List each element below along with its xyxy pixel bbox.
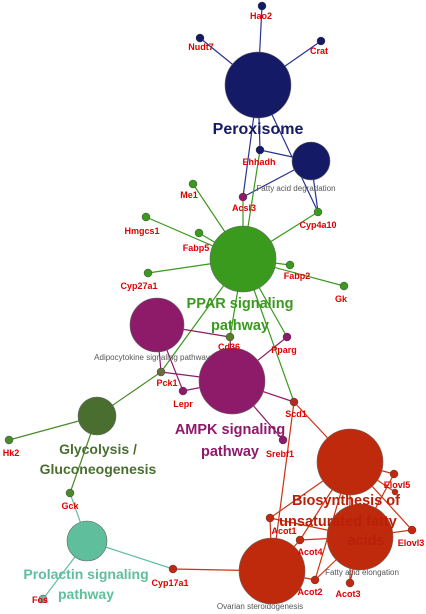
gene-label-scd1: Scd1 — [285, 409, 307, 419]
gene-node-fabp2[interactable] — [285, 260, 295, 270]
gene-node-lepr[interactable] — [178, 386, 188, 396]
gene-label-acot2: Acot2 — [297, 587, 322, 597]
gene-node-extra1 — [391, 488, 399, 496]
gene-node-acsl3[interactable] — [238, 192, 248, 202]
term-label-glycolysis-line2: Gluconeogenesis — [40, 461, 157, 477]
gene-nodes-layer — [4, 1, 417, 604]
gene-node-elovl3[interactable] — [407, 525, 417, 535]
gene-node-me1[interactable] — [188, 179, 198, 189]
gene-label-acot3: Acot3 — [335, 589, 360, 599]
gene-label-hmgcs1: Hmgcs1 — [124, 226, 159, 236]
gene-label-elovl5: Elovl5 — [384, 480, 411, 490]
gene-node-fos[interactable] — [38, 594, 48, 604]
gene-label-lepr: Lepr — [173, 399, 193, 409]
gene-node-ehhadh[interactable] — [255, 145, 265, 155]
gene-node-gck[interactable] — [65, 488, 75, 498]
term-label-prolactin-line2: pathway — [58, 586, 114, 602]
gene-node-cyp17a1[interactable] — [168, 564, 178, 574]
gene-label-fos: Fos — [32, 595, 48, 605]
gene-node-pck1[interactable] — [156, 367, 166, 377]
term-node-biosynthesis-ufa[interactable] — [316, 428, 384, 496]
gene-node-cyp4a10[interactable] — [313, 207, 323, 217]
term-label-ppar-line2: pathway — [211, 318, 269, 334]
gene-node-acot2[interactable] — [310, 575, 320, 585]
gene-node-hmgcs1[interactable] — [141, 212, 151, 222]
term-node-adipocytokine[interactable] — [129, 297, 185, 353]
gene-label-srebf1: Srebf1 — [266, 449, 294, 459]
term-label-biosynthesis-line1: Biosynthesis of — [292, 493, 400, 509]
term-label-ampk-line2: pathway — [201, 444, 259, 460]
term-node-peroxisome[interactable] — [224, 51, 292, 119]
term-label-prolactin-line1: Prolactin signaling — [23, 566, 148, 582]
gene-label-cyp17a1: Cyp17a1 — [151, 578, 188, 588]
gene-label-gk: Gk — [335, 294, 348, 304]
gene-node-nudt7[interactable] — [195, 33, 205, 43]
term-node-ovarian-steroidogenesis[interactable] — [238, 537, 306, 605]
gene-label-elovl3: Elovl3 — [398, 538, 425, 548]
gene-label-cyp4a10: Cyp4a10 — [299, 220, 336, 230]
term-node-ampk-signaling[interactable] — [198, 347, 266, 415]
gene-label-pparg: Pparg — [271, 345, 297, 355]
gene-label-acsl3: Acsl3 — [232, 203, 256, 213]
gene-label-cd36: Cd36 — [218, 342, 240, 352]
gene-node-crat[interactable] — [316, 36, 326, 46]
gene-label-hk2: Hk2 — [3, 448, 20, 458]
gene-node-srebf1[interactable] — [278, 435, 288, 445]
gene-label-me1: Me1 — [180, 190, 198, 200]
term-label-fatty-acid-elongation: Fatty acid elongation — [325, 568, 399, 577]
gene-node-hao2[interactable] — [257, 1, 267, 11]
gene-node-hk2[interactable] — [4, 435, 14, 445]
gene-node-scd1[interactable] — [289, 397, 299, 407]
gene-label-pck1: Pck1 — [156, 378, 177, 388]
gene-label-fabp5: Fabp5 — [183, 243, 210, 253]
term-label-adipocytokine: Adipocytokine signaling pathway — [94, 353, 210, 362]
term-label-glycolysis-line1: Glycolysis / — [59, 441, 137, 457]
gene-node-fabp5[interactable] — [194, 228, 204, 238]
term-label-ppar-line1: PPAR signaling — [187, 296, 294, 312]
gene-node-elovl5[interactable] — [389, 469, 399, 479]
gene-node-cd36[interactable] — [225, 332, 235, 342]
term-label-fatty-acid-degradation: Fatty acid degradation — [256, 184, 335, 193]
term-node-glycolysis[interactable] — [77, 396, 117, 436]
gene-label-fabp2: Fabp2 — [284, 271, 311, 281]
gene-labels-layer: Hao2 Nudt7 Crat Ehhadh Me1 Acsl3 Cyp4a10… — [3, 11, 425, 605]
gene-node-acot4[interactable] — [295, 535, 305, 545]
gene-label-acot4: Acot4 — [297, 547, 322, 557]
gene-label-acot1: Acot1 — [271, 526, 296, 536]
term-label-ovarian-steroidogenesis: Ovarian steroidogenesis — [217, 602, 303, 611]
term-label-biosynthesis-line2: unsaturated fatty — [279, 514, 397, 530]
term-node-ppar-signaling[interactable] — [209, 225, 277, 293]
gene-node-gk[interactable] — [339, 281, 349, 291]
term-nodes-layer — [66, 51, 394, 605]
term-label-ampk-line1: AMPK signaling — [175, 422, 285, 438]
gene-node-cyp27a1[interactable] — [143, 268, 153, 278]
term-node-fatty-acid-degradation[interactable] — [291, 141, 331, 181]
gene-label-nudt7: Nudt7 — [188, 42, 214, 52]
term-node-fatty-acid-elongation[interactable] — [326, 503, 394, 571]
gene-label-ehhadh: Ehhadh — [243, 157, 276, 167]
term-label-biosynthesis-line3: acids — [347, 533, 384, 549]
term-labels-layer: Peroxisome Fatty acid degradation PPAR s… — [23, 121, 400, 611]
gene-label-cyp27a1: Cyp27a1 — [120, 281, 157, 291]
gene-label-crat: Crat — [310, 46, 328, 56]
gene-node-acot1[interactable] — [265, 513, 275, 523]
gene-node-acot3[interactable] — [345, 578, 355, 588]
term-label-peroxisome: Peroxisome — [213, 121, 304, 138]
term-node-prolactin-signaling[interactable] — [66, 520, 108, 562]
gene-label-gck: Gck — [61, 501, 79, 511]
gene-label-hao2: Hao2 — [250, 11, 272, 21]
gene-node-pparg[interactable] — [282, 332, 292, 342]
